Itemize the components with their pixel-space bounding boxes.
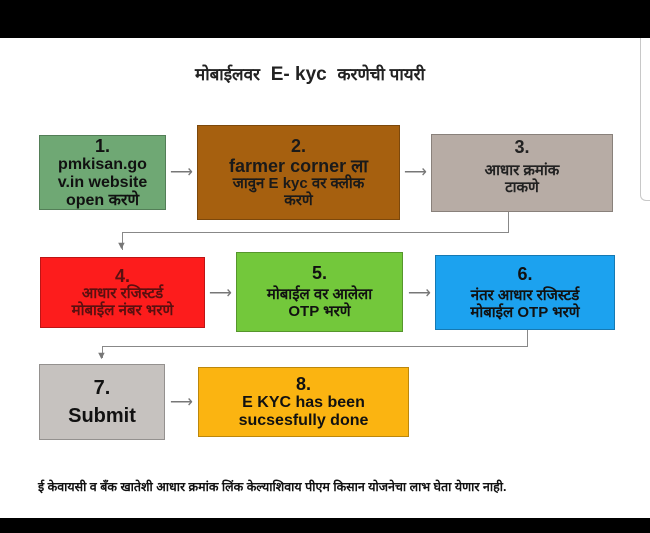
- step-text: टाकणे: [505, 178, 539, 196]
- title-prefix: मोबाईलवर: [195, 65, 260, 84]
- step-text: v.in website: [57, 173, 148, 191]
- bottom-black-bar: [0, 518, 650, 533]
- step-number: 6.: [517, 263, 533, 284]
- step-text: आधार क्रमांक: [484, 162, 560, 180]
- step-number: 5.: [311, 263, 327, 284]
- step-text: नंतर आधार रजिस्टर्ड: [470, 286, 580, 304]
- step-number: 7.: [93, 376, 111, 399]
- step-6-box: 6. नंतर आधार रजिस्टर्ड मोबाईल OTP भरणे: [435, 255, 615, 330]
- arrow-down-icon: ▼: [116, 240, 127, 252]
- step-8-box: 8. E KYC has been sucsesfully done: [198, 367, 409, 437]
- step-number: 8.: [295, 374, 311, 395]
- arrow-right-icon: ⟶: [170, 164, 193, 181]
- step-2-box: 2. farmer corner ला जावुन E kyc वर क्लीक…: [197, 125, 400, 220]
- step-text: open करणे: [65, 191, 140, 209]
- connector-line: [122, 232, 123, 250]
- step-text: farmer corner ला: [229, 155, 368, 176]
- connector-line: [102, 346, 528, 347]
- page-title: मोबाईलवर E- kyc करणेची पायरी: [0, 62, 620, 86]
- arrow-right-icon: ⟶: [170, 394, 193, 411]
- step-5-box: 5. मोबाईल वर आलेला OTP भरणे: [236, 252, 403, 332]
- step-7-box: 7. Submit: [39, 364, 165, 440]
- arrow-right-icon: ⟶: [209, 285, 232, 302]
- step-text: sucsesfully done: [238, 412, 369, 430]
- step-text: Submit: [68, 405, 136, 427]
- connector-line: [527, 330, 528, 347]
- step-4-box: 4. आधार रजिस्टर्ड मोबाईल नंबर भरणे: [40, 257, 205, 328]
- step-number: 1.: [94, 135, 110, 156]
- step-text: OTP भरणे: [288, 303, 351, 321]
- arrow-right-icon: ⟶: [408, 285, 431, 302]
- step-text: मोबाईल वर आलेला: [266, 286, 373, 304]
- title-suffix: करणेची पायरी: [337, 65, 425, 84]
- connector-line: [122, 232, 509, 233]
- step-number: 3.: [514, 137, 530, 157]
- arrow-right-icon: ⟶: [404, 164, 427, 181]
- step-text: जावुन E kyc वर क्लीक: [232, 174, 365, 192]
- arrow-down-icon: ▼: [96, 350, 107, 362]
- title-english: E- kyc: [270, 64, 327, 85]
- step-number: 2.: [290, 135, 306, 156]
- step-text: आधार रजिस्टर्ड: [81, 284, 164, 302]
- step-text: करणे: [284, 191, 313, 209]
- step-text: मोबाईल नंबर भरणे: [71, 301, 174, 319]
- step-1-box: 1. pmkisan.go v.in website open करणे: [39, 135, 166, 210]
- step-3-box: 3. आधार क्रमांक टाकणे: [431, 134, 613, 212]
- top-black-bar: [0, 0, 650, 38]
- connector-line: [508, 212, 509, 233]
- step-number: 4.: [114, 265, 130, 286]
- connector-line: [102, 346, 103, 358]
- step-text: E KYC has been: [242, 394, 365, 412]
- page-edge: [640, 38, 650, 201]
- footer-note: ई केवायसी व बँक खातेशी आधार क्रमांक लिंक…: [38, 480, 507, 494]
- step-text: मोबाईल OTP भरणे: [470, 303, 580, 321]
- step-text: pmkisan.go: [58, 155, 147, 173]
